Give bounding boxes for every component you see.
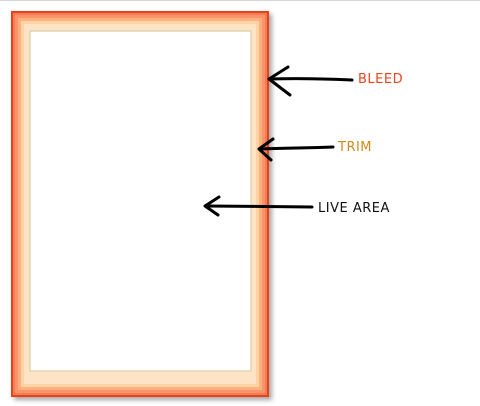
- live-area-label: LIVE AREA: [318, 201, 390, 216]
- live-area: [29, 30, 252, 372]
- bleed-label: BLEED: [358, 72, 403, 87]
- bleed-arrow: [267, 65, 354, 97]
- top-divider: [0, 0, 480, 1]
- trim-label: TRIM: [337, 140, 372, 155]
- live-area-arrow: [203, 195, 314, 217]
- trim-arrow: [257, 137, 335, 162]
